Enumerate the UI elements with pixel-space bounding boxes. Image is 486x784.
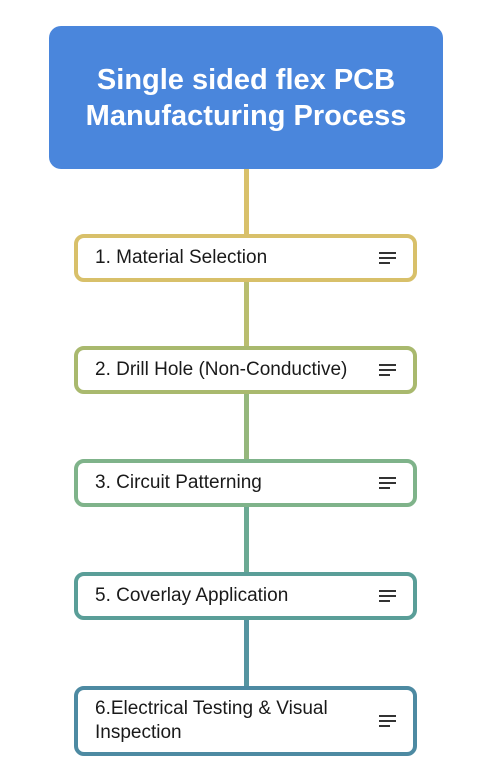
connector-step2-step3 (244, 392, 249, 461)
step-label: 2. Drill Hole (Non-Conductive) (95, 359, 348, 380)
title-box[interactable]: Single sided flex PCB Manufacturing Proc… (49, 26, 443, 169)
step-material-selection[interactable]: 1. Material Selection (74, 234, 417, 282)
step-coverlay-application[interactable]: 5. Coverlay Application (74, 572, 417, 620)
notes-icon[interactable] (379, 477, 396, 489)
diagram-title: Single sided flex PCB Manufacturing Proc… (85, 63, 407, 132)
notes-icon[interactable] (379, 364, 396, 376)
step-label: 3. Circuit Patterning (95, 472, 262, 493)
step-drill-hole[interactable]: 2. Drill Hole (Non-Conductive) (74, 346, 417, 394)
notes-icon[interactable] (379, 715, 396, 727)
step-label: 1. Material Selection (95, 247, 268, 268)
connector-title-step1 (244, 169, 249, 236)
connector-step1-step2 (244, 280, 249, 348)
connector-step4-step5 (244, 618, 249, 688)
notes-icon[interactable] (379, 252, 396, 264)
connector-step3-step4 (244, 505, 249, 574)
notes-icon[interactable] (379, 590, 396, 602)
step-electrical-testing[interactable]: 6.Electrical Testing & Visual Inspection (74, 686, 417, 756)
step-label: 5. Coverlay Application (95, 585, 289, 606)
step-label: 6.Electrical Testing & Visual Inspection (95, 698, 328, 743)
step-circuit-patterning[interactable]: 3. Circuit Patterning (74, 459, 417, 507)
